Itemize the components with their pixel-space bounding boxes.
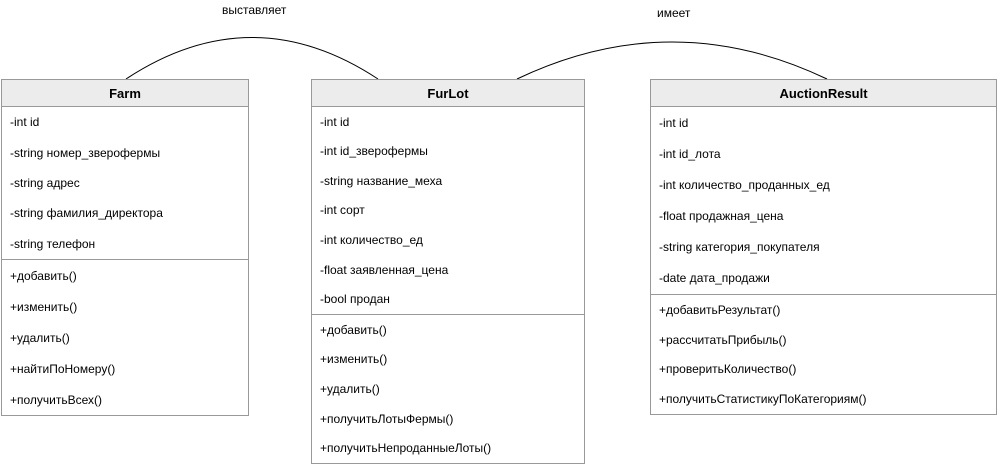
class-methods-farm: +добавить() +изменить() +удалить() +найт…: [2, 260, 248, 415]
edge-label-vystavlyaet: выставляет: [222, 3, 287, 17]
class-method: +получитьСтатистикуПоКатегориям(): [659, 392, 867, 407]
class-method: +изменить(): [10, 299, 78, 314]
class-method: +добавить(): [320, 322, 387, 337]
edge-furlot-auctionresult: [516, 41, 828, 80]
class-title-furlot: FurLot: [312, 80, 584, 107]
class-attribute: -int количество_ед: [320, 233, 423, 248]
class-attribute: -int id: [10, 115, 40, 130]
edge-label-imeet: имеет: [657, 6, 691, 20]
class-attribute: -int id: [659, 115, 689, 130]
class-attribute: -string фамилия_директора: [10, 206, 163, 221]
class-attribute: -bool продан: [320, 292, 390, 307]
class-attribute: -string название_меха: [320, 173, 443, 188]
class-method: +добавитьРезультат(): [659, 302, 781, 317]
class-method: +рассчитатьПрибыль(): [659, 332, 787, 347]
class-attribute: -string адрес: [10, 175, 80, 190]
class-method: +проверитьКоличество(): [659, 362, 797, 377]
class-methods-auctionresult: +добавитьРезультат() +рассчитатьПрибыль(…: [651, 295, 996, 414]
class-attribute: -string номер_зверофермы: [10, 145, 161, 160]
class-attribute: -string категория_покупателя: [659, 240, 820, 255]
class-methods-furlot: +добавить() +изменить() +удалить() +полу…: [312, 315, 584, 463]
class-method: +получитьВсех(): [10, 392, 103, 407]
class-title-farm: Farm: [2, 80, 248, 107]
class-attribute: -date дата_продажи: [659, 271, 770, 286]
class-box-auctionresult[interactable]: AuctionResult -int id -int id_лота -int …: [650, 79, 997, 415]
class-attribute: -string телефон: [10, 236, 96, 251]
class-method: +получитьНепроданныеЛоты(): [320, 441, 492, 456]
class-method: +найтиПоНомеру(): [10, 361, 116, 376]
class-box-furlot[interactable]: FurLot -int id -int id_зверофермы -strin…: [311, 79, 585, 464]
class-attributes-auctionresult: -int id -int id_лота -int количество_про…: [651, 107, 996, 295]
class-method: +добавить(): [10, 268, 77, 283]
class-title-auctionresult: AuctionResult: [651, 80, 996, 107]
class-attribute: -float продажная_цена: [659, 209, 784, 224]
class-attribute: -int id_зверофермы: [320, 144, 428, 159]
class-attribute: -int сорт: [320, 203, 365, 218]
class-method: +удалить(): [320, 381, 380, 396]
class-box-farm[interactable]: Farm -int id -string номер_зверофермы -s…: [1, 79, 249, 416]
class-attribute: -int количество_проданных_ед: [659, 177, 830, 192]
edge-farm-furlot: [125, 37, 379, 80]
class-method: +получитьЛотыФермы(): [320, 411, 454, 426]
class-attribute: -float заявленная_цена: [320, 262, 449, 277]
class-attribute: -int id_лота: [659, 146, 721, 161]
class-method: +удалить(): [10, 330, 70, 345]
class-method: +изменить(): [320, 352, 388, 367]
class-attribute: -int id: [320, 114, 350, 129]
class-attributes-farm: -int id -string номер_зверофермы -string…: [2, 107, 248, 260]
class-attributes-furlot: -int id -int id_зверофермы -string назва…: [312, 107, 584, 315]
